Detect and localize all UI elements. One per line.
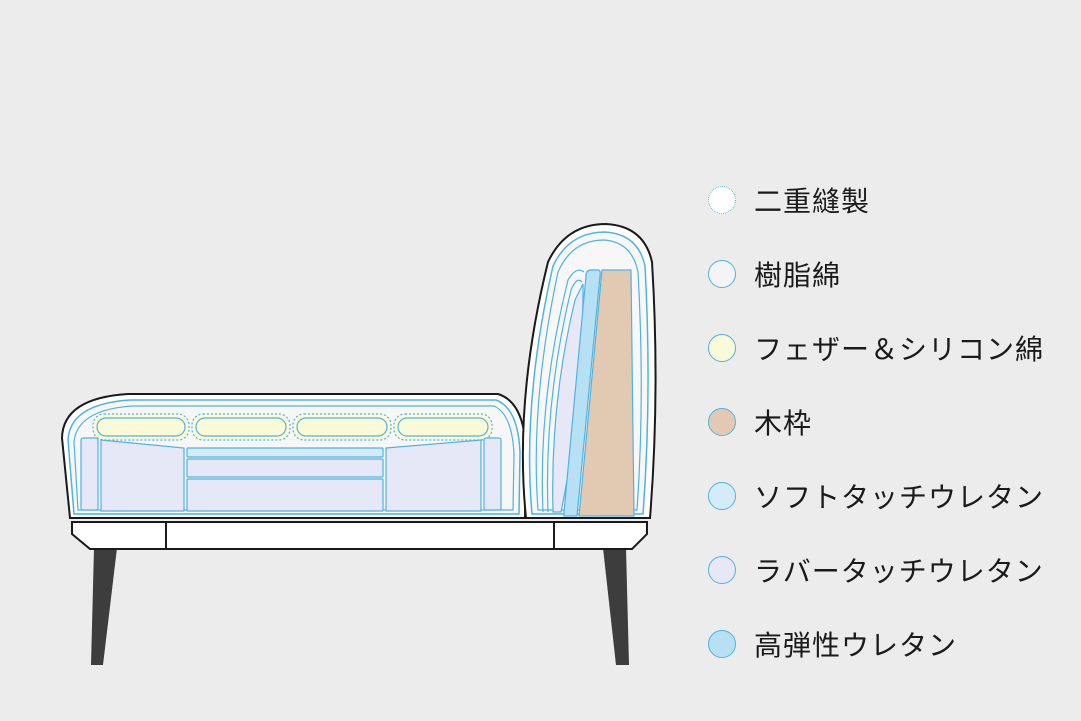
material-legend: 二重縫製 樹脂綿 フェザー＆シリコン綿 木枠 ソフトタッチウレタン ラバータッチ… (708, 182, 1044, 700)
seat-rubber-urethane-bottom (186, 478, 384, 512)
high-resilience-urethane-icon (708, 630, 736, 658)
wood-frame-icon (708, 408, 736, 436)
soft-touch-urethane-icon (708, 482, 736, 510)
legend-label: フェザー＆シリコン綿 (754, 333, 1045, 366)
sofa-cross-section-diagram (60, 222, 657, 665)
seat-rubber-urethane-left (100, 439, 185, 512)
legend-item-resin-cotton: 樹脂綿 (708, 256, 1044, 292)
legend-item-rubber-touch-urethane: ラバータッチウレタン (708, 552, 1044, 588)
feather-silicone-icon (708, 334, 736, 362)
seat-rubber-urethane-right (385, 439, 482, 512)
double-stitch-icon (708, 186, 736, 214)
seat-feather-pocket-3 (292, 413, 392, 441)
rubber-touch-urethane-icon (708, 556, 736, 584)
resin-cotton-icon (708, 260, 736, 288)
seat-soft-urethane-top (186, 447, 384, 458)
back-front-layer-2 (546, 279, 583, 513)
legend-item-feather-silicone: フェザー＆シリコン綿 (708, 330, 1044, 366)
seat-inner-layer (73, 405, 515, 511)
seat-side-urethane-left (80, 437, 99, 511)
legend-item-wood-frame: 木枠 (708, 404, 1044, 440)
legend-label: 高弾性ウレタン (754, 629, 958, 662)
legend-label: ソフトタッチウレタン (754, 481, 1045, 514)
seat-side-urethane-right (483, 437, 502, 511)
back-inner-layer (535, 239, 642, 511)
legend-label: ラバータッチウレタン (754, 555, 1044, 588)
sofa-leg-right (603, 548, 629, 665)
back-soft-urethane (563, 269, 601, 517)
legend-item-soft-touch-urethane: ソフトタッチウレタン (708, 478, 1044, 514)
legend-label: 樹脂綿 (754, 259, 842, 292)
legend-item-double-stitch: 二重縫製 (708, 182, 1044, 218)
seat-feather-pocket-4 (393, 413, 493, 441)
legend-label: 二重縫製 (754, 185, 871, 218)
legend-label: 木枠 (754, 407, 813, 440)
back-wood-frame (578, 269, 635, 517)
back-front-layer-1 (541, 269, 585, 513)
seat-rubber-urethane-mid (186, 458, 384, 478)
seat-feather-pocket-2 (191, 413, 291, 441)
sofa-leg-left (91, 548, 117, 665)
legend-item-high-resilience-urethane: 高弾性ウレタン (708, 626, 1044, 662)
seat-feather-pocket-1 (92, 413, 190, 441)
sofa-base-frame (71, 521, 648, 550)
